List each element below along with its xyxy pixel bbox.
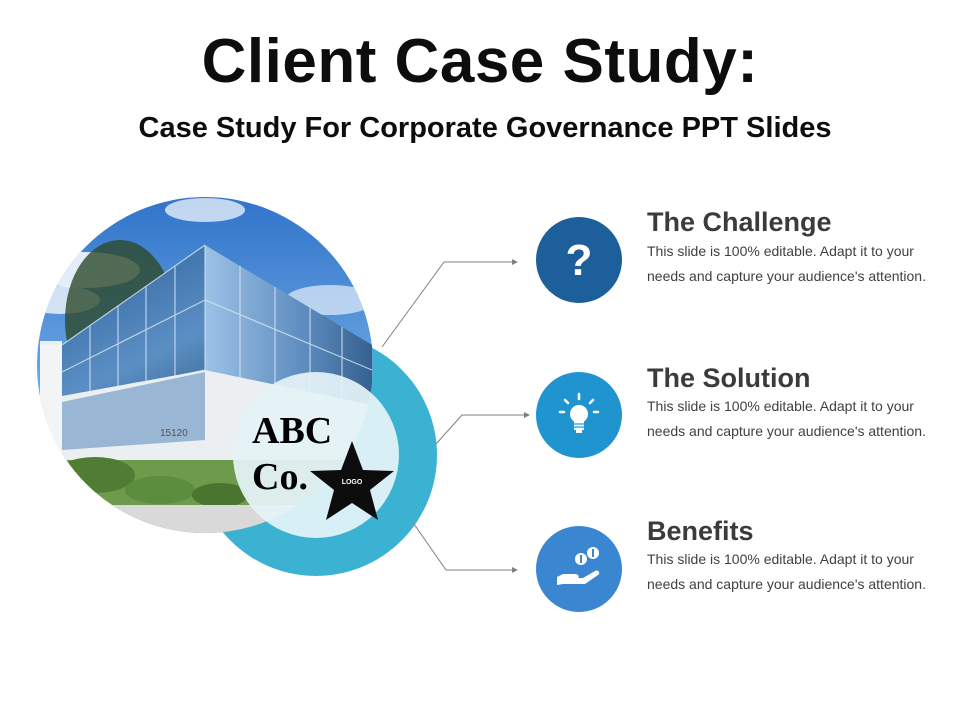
slide-title: Client Case Study: <box>201 27 759 96</box>
svg-text:?: ? <box>566 236 593 285</box>
benefits-text: This slide is 100% editable. Adapt it to… <box>647 551 926 592</box>
benefits-icon-circle <box>536 526 622 612</box>
company-logo-text: ABC Co. <box>252 408 332 500</box>
benefits-title: Benefits <box>647 516 754 546</box>
logo-line-1: ABC <box>252 410 333 452</box>
building-address-number: 15120 <box>160 428 188 439</box>
solution-title: The Solution <box>647 363 811 393</box>
solution-icon-circle <box>536 372 622 458</box>
logo-line-2: Co. <box>252 456 308 498</box>
question-mark-icon: ? <box>566 236 593 285</box>
challenge-title: The Challenge <box>647 207 832 237</box>
connector-lines <box>381 259 530 573</box>
challenge-icon-circle: ? <box>536 217 622 303</box>
challenge-text: This slide is 100% editable. Adapt it to… <box>647 243 926 284</box>
connector-challenge <box>381 261 512 348</box>
star-logo-icon: LOGO <box>310 441 394 520</box>
slide-subtitle: Case Study For Corporate Governance PPT … <box>138 112 832 144</box>
lightbulb-icon <box>558 392 600 433</box>
connector-solution <box>435 414 524 445</box>
solution-text: This slide is 100% editable. Adapt it to… <box>647 398 926 439</box>
logo-badge-text: LOGO <box>342 479 363 486</box>
hand-coins-icon <box>557 547 600 585</box>
connector-benefits <box>413 523 512 571</box>
